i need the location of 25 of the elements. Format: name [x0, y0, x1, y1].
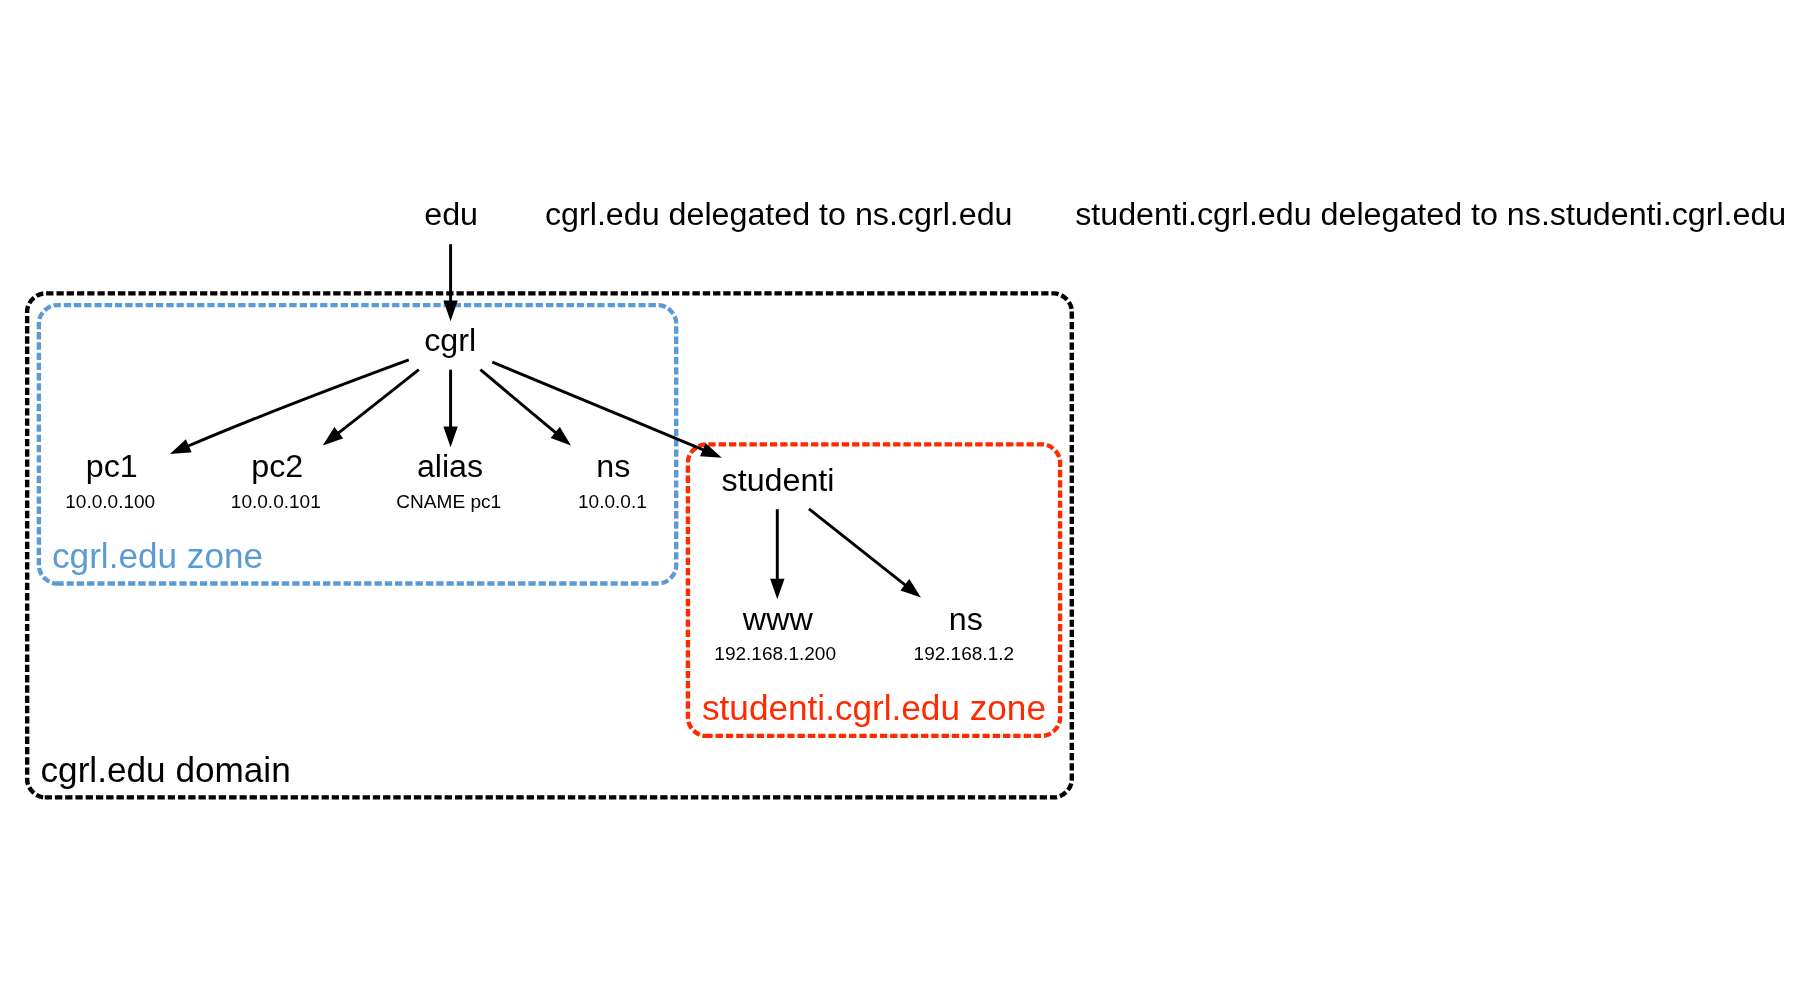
arrow [769, 508, 784, 599]
arrow [442, 243, 458, 321]
node-text: cgrl [423, 321, 476, 358]
arrow [807, 507, 921, 597]
label: studenti.cgrl.edu delegated to ns.studenti.cgrl.edu [1074, 195, 1786, 232]
node-text: www [742, 600, 813, 637]
arrow [478, 368, 571, 446]
node-text: ns [595, 447, 630, 484]
node-label: 10.0.0.1 [577, 490, 647, 512]
node-text: alias [416, 447, 483, 484]
node-text: pc2 [250, 447, 303, 484]
node-label: CNAME pc1 [395, 490, 501, 512]
node-text: pc1 [85, 447, 138, 484]
node-label: 10.0.0.100 [64, 490, 155, 512]
node-label: 192.168.1.2 [913, 642, 1014, 664]
node-text: studenti [721, 461, 834, 498]
arrow [491, 360, 722, 458]
arrow [442, 369, 458, 447]
label: cgrl.edu delegated to ns.cgrl.edu [544, 195, 1013, 232]
node-text: ns [948, 600, 983, 637]
arrow [169, 358, 409, 454]
node-label: 10.0.0.101 [230, 490, 321, 512]
arrow [322, 368, 420, 445]
node-label: 192.168.1.200 [713, 642, 836, 664]
node-text: edu [423, 195, 478, 232]
